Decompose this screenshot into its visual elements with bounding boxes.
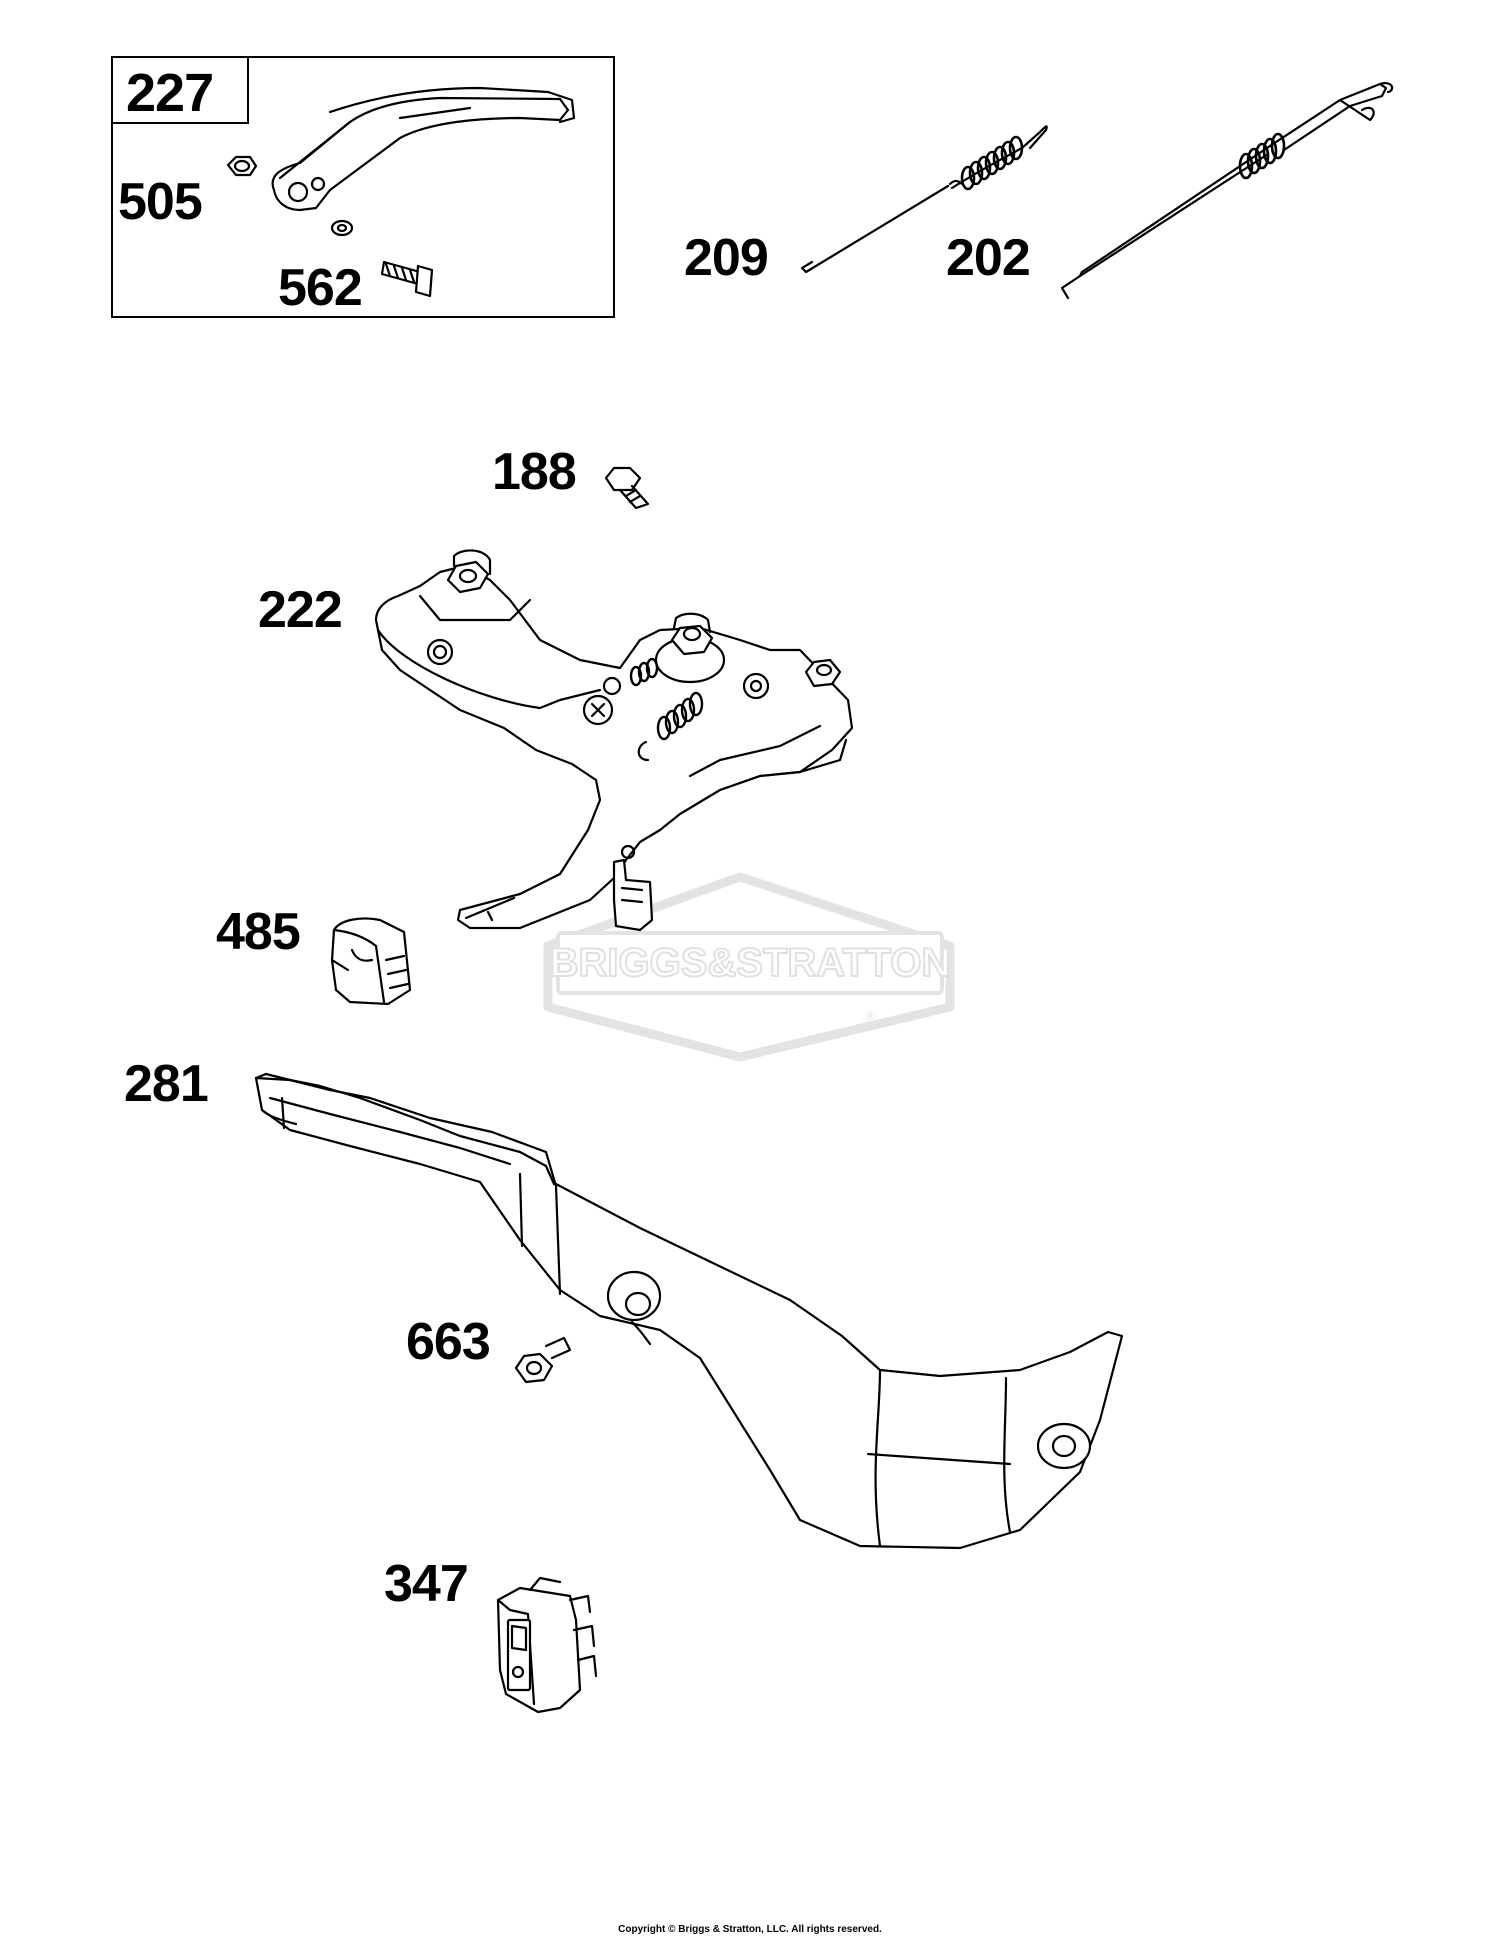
callout-562[interactable]: 562 xyxy=(278,259,363,317)
callout-505[interactable]: 505 xyxy=(118,173,203,231)
kit-number-label: 227 xyxy=(126,63,214,123)
kit-number-box xyxy=(111,56,249,124)
part-202-governor-rod xyxy=(1060,82,1394,300)
part-562-washer-bolt xyxy=(330,219,434,298)
callout-347[interactable]: 347 xyxy=(384,1555,469,1613)
callout-485[interactable]: 485 xyxy=(216,903,301,961)
copyright-footer: Copyright © Briggs & Stratton, LLC. All … xyxy=(618,1924,882,1935)
part-222-control-bracket xyxy=(374,549,854,932)
part-347-switch xyxy=(496,1576,598,1714)
part-227-lever xyxy=(271,86,576,212)
part-505-nut xyxy=(226,155,258,177)
briggs-stratton-watermark: BRIGGS&STRATTON ® xyxy=(543,872,955,1062)
part-209-spring-link xyxy=(800,125,1048,274)
part-485-cover xyxy=(330,917,412,1006)
callout-202[interactable]: 202 xyxy=(946,229,1031,287)
callout-281[interactable]: 281 xyxy=(124,1055,209,1113)
watermark-text: BRIGGS&STRATTON xyxy=(550,941,951,985)
part-663-screw xyxy=(514,1336,572,1384)
callout-663[interactable]: 663 xyxy=(406,1313,491,1371)
callout-209[interactable]: 209 xyxy=(684,229,769,287)
watermark-registered: ® xyxy=(866,1009,875,1023)
part-281-housing xyxy=(254,1072,1124,1550)
kit-box-227 xyxy=(111,56,615,318)
callout-222[interactable]: 222 xyxy=(258,581,343,639)
callout-188[interactable]: 188 xyxy=(492,443,577,501)
part-188-screw xyxy=(604,466,650,510)
